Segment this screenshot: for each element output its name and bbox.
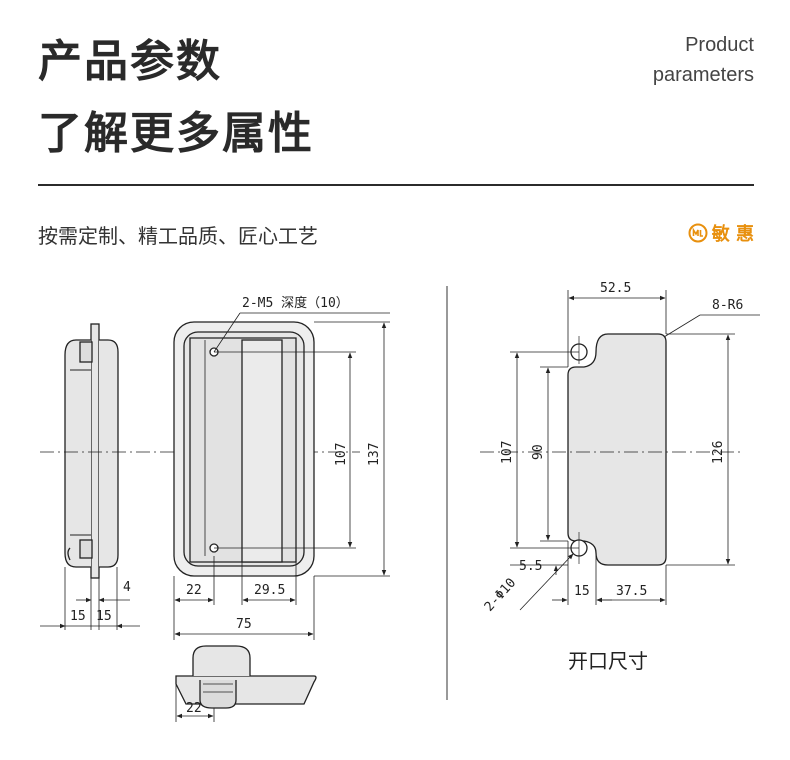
dim-29-5: 29.5 — [254, 583, 285, 598]
english-title-line2: parameters — [652, 64, 754, 86]
side-view — [40, 323, 140, 630]
dim-137: 137 — [367, 443, 382, 466]
dim-126: 126 — [711, 441, 726, 464]
english-title-line1: Product — [685, 34, 754, 56]
note-thread: 2-M5 深度（10） — [242, 295, 349, 311]
english-title: Product parameters — [653, 30, 754, 90]
dim-22-front: 22 — [186, 583, 202, 598]
dim-75: 75 — [236, 617, 252, 632]
dim-52-5: 52.5 — [600, 281, 631, 296]
brand-mark-icon — [688, 223, 708, 243]
dim-15-right: 15 — [96, 609, 112, 624]
dim-107-cutout: 107 — [500, 441, 515, 464]
dim-90: 90 — [531, 444, 546, 460]
bottom-view — [175, 645, 317, 722]
dim-22-bottom: 22 — [186, 701, 202, 716]
dim-107-front: 107 — [334, 443, 349, 466]
cutout-view — [480, 290, 760, 611]
note-hole: 2-Φ10 — [482, 576, 519, 615]
dim-37-5: 37.5 — [616, 584, 647, 599]
dim-15-cutout: 15 — [574, 584, 590, 599]
dim-5-5: 5.5 — [519, 559, 542, 574]
dim-15-left: 15 — [70, 609, 86, 624]
header-divider — [38, 184, 754, 186]
page-title-line2: 了解更多属性 — [38, 108, 314, 159]
note-radius: 8-R6 — [712, 298, 743, 313]
brand-name: 敏 惠 — [711, 224, 754, 245]
subtitle: 按需定制、精工品质、匠心工艺 — [38, 224, 318, 248]
brand-logo: 敏 惠 — [688, 220, 754, 246]
page-title-line1: 产品参数 — [38, 36, 222, 87]
cutout-caption: 开口尺寸 — [568, 649, 648, 673]
front-view — [173, 312, 390, 640]
dim-4: 4 — [123, 580, 131, 595]
